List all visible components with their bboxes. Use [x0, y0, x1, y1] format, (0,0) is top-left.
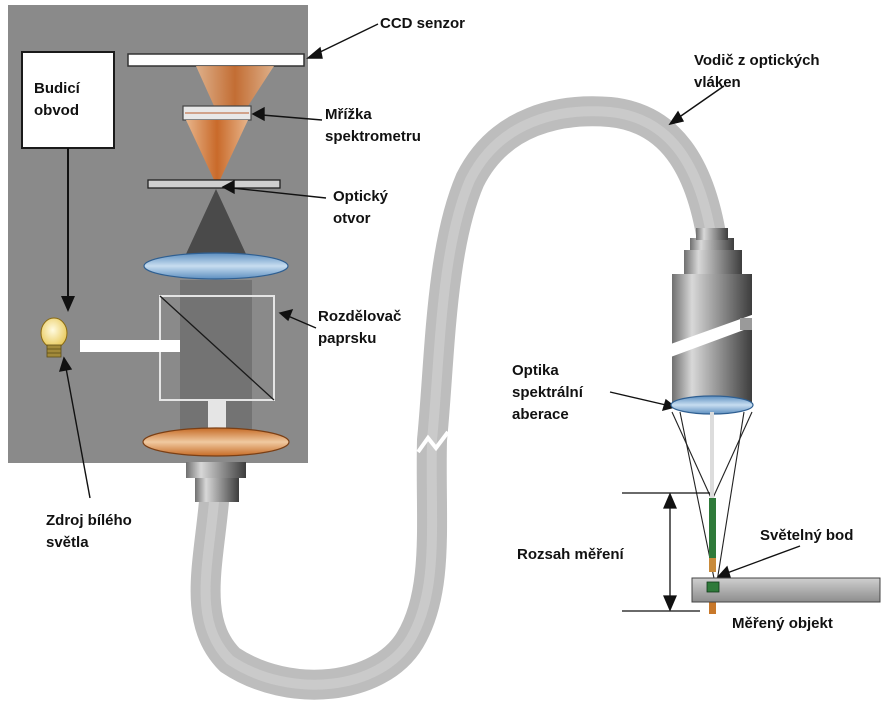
probe-head	[668, 228, 760, 402]
label-optical-fiber: Vodič z optických vláken	[694, 52, 820, 91]
diffracted-beam	[196, 66, 274, 106]
fiber-connector	[186, 462, 246, 478]
measured-object	[691, 577, 881, 603]
driver-to-bulb-arrow	[61, 148, 75, 312]
collimating-lens	[143, 252, 289, 280]
label-driver-circuit: Budicí obvod	[34, 80, 80, 119]
label-optical-aperture: Optický otvor	[333, 188, 389, 227]
label-white-light-source: Zdroj bílého světla	[46, 512, 132, 551]
dark-light-cone	[186, 189, 246, 254]
light-bulb-icon	[40, 317, 68, 358]
focal-range-beam	[709, 498, 716, 560]
focused-beam	[186, 120, 248, 182]
label-measuring-range: Rozsah měření	[517, 546, 624, 563]
coupling-lens	[142, 427, 290, 457]
label-ccd-sensor: CCD senzor	[380, 15, 466, 32]
label-beam-splitter: Rozdělovač paprsku	[318, 308, 402, 347]
label-chromatic-aberration-optics: Optika spektrální aberace	[512, 362, 583, 423]
driver-circuit-box	[21, 51, 115, 149]
label-measured-object: Měřený objekt	[732, 615, 833, 632]
beam-splitter-diagonal	[159, 295, 275, 401]
label-spectrometer-grating: Mřížka spektrometru	[325, 106, 421, 145]
light-spot	[706, 581, 720, 593]
optical-aperture-plate	[147, 179, 281, 189]
chromatic-aberration-lens	[670, 395, 754, 415]
fiber-break-mark	[416, 430, 450, 454]
illumination-path	[80, 340, 180, 352]
ccd-sensor-bar	[127, 53, 305, 67]
pointer-lines	[58, 23, 801, 578]
measuring-range-dimension	[622, 492, 710, 612]
label-light-spot: Světelný bod	[760, 527, 854, 544]
